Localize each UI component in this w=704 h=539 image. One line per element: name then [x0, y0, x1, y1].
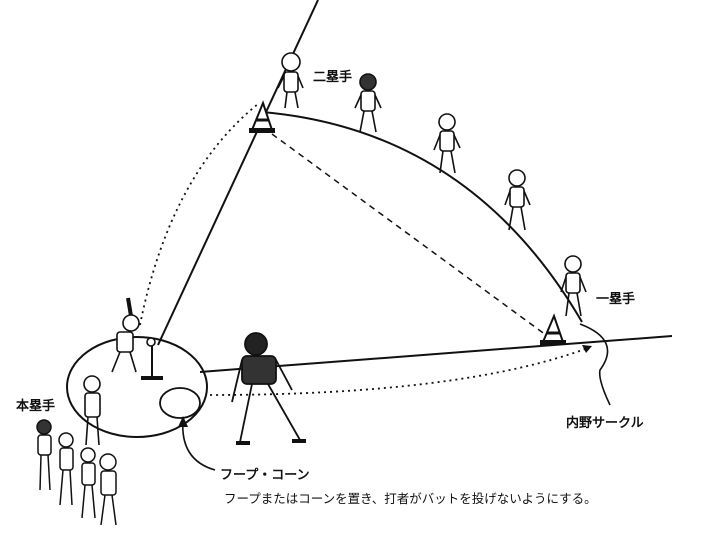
first-baseman-label: 一塁手: [596, 292, 636, 307]
hoop-pointer-arrow: [182, 419, 216, 471]
batter-figure: [111, 297, 140, 373]
hoop-pointer-arrowhead: [178, 416, 188, 427]
arrowhead-first: [582, 345, 592, 353]
batting-tee: [141, 337, 163, 380]
home-baseman-figure: [83, 375, 101, 446]
third-base-foul-line: [157, 0, 319, 346]
second-baseman-figure: [277, 52, 304, 109]
instruction-note: フープまたはコーンを置き、打者がバットを投げないようにする。: [224, 491, 597, 506]
fielder-figure-2: [433, 113, 461, 174]
dashed-line-second-to-first: [271, 133, 551, 339]
outfield-arc: [261, 111, 583, 323]
first-baseman-figure: [560, 255, 587, 317]
second-baseman-label: 二塁手: [313, 70, 353, 85]
home-baseman-label: 本塁手: [16, 399, 56, 414]
hoop: [159, 387, 201, 419]
dotted-path-home-to-second: [139, 103, 259, 326]
adult-coach-figure: [231, 332, 306, 445]
waiting-children-group: [36, 419, 117, 526]
fielder-figure-1: [354, 73, 382, 133]
first-base-cone: [540, 313, 566, 345]
infield-circle-label: 内野サークル: [566, 416, 644, 431]
infield-circle-arc: [579, 323, 611, 406]
second-base-cone: [249, 100, 275, 133]
fielder-figure-3: [504, 169, 531, 231]
home-circle: [66, 336, 208, 438]
hoop-cone-label: フープ・コーン: [220, 468, 310, 483]
